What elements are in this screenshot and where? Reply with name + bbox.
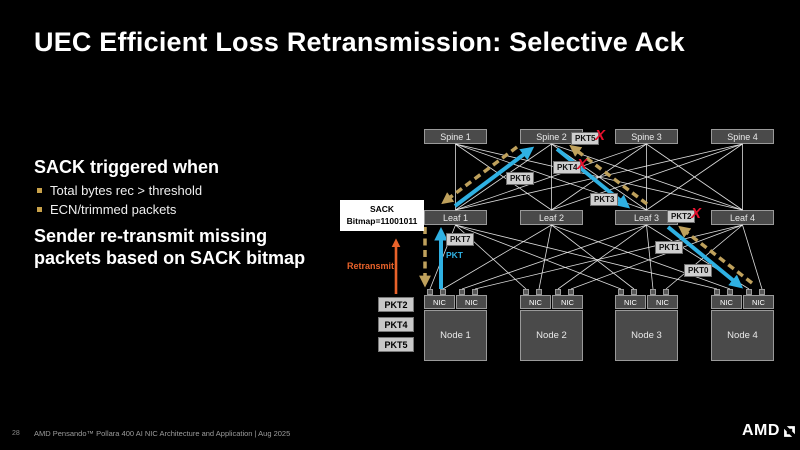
spine-box-spine-3: Spine 3 <box>615 129 678 144</box>
node-2-port-stub-2 <box>536 289 542 295</box>
node-1-port-stub-2 <box>440 289 446 295</box>
slide-title: UEC Efficient Loss Retransmission: Selec… <box>34 27 685 57</box>
amd-logo-text: AMD <box>742 422 780 439</box>
node-2-port-stub-3 <box>555 289 561 295</box>
footer-attribution: AMD Pensando™ Pollara 400 AI NIC Archite… <box>34 429 291 438</box>
bullet-square-icon <box>37 188 42 193</box>
node-1-nic-1: NIC <box>424 295 455 309</box>
node-1-port-stub-3 <box>459 289 465 295</box>
node-2-nic-2: NIC <box>552 295 583 309</box>
retransmit-queue-item-pkt4: PKT4 <box>378 317 414 332</box>
node-1-nic-2: NIC <box>456 295 487 309</box>
node-box-node-4: Node 4 <box>711 310 774 361</box>
node-box-node-2: Node 2 <box>520 310 583 361</box>
ack-leaf3-to-spine2 <box>569 144 649 206</box>
packet-label-pkt4: PKT4 <box>553 161 582 175</box>
leaf-box-leaf-2: Leaf 2 <box>520 210 583 225</box>
node-3-port-stub-2 <box>631 289 637 295</box>
packet-label-pkt3: PKT3 <box>590 193 619 207</box>
node-2-port-stub-1 <box>523 289 529 295</box>
spine-box-spine-4: Spine 4 <box>711 129 774 144</box>
sack-bitmap-box: SACK Bitmap=11001011 <box>340 200 424 231</box>
node-1-port-stub-1 <box>427 289 433 295</box>
ack-spine2-to-leaf1 <box>441 145 519 205</box>
spine-box-spine-1: Spine 1 <box>424 129 487 144</box>
amd-arrow-icon <box>784 425 795 437</box>
packet-label-pkt5: PKT5 <box>571 132 600 146</box>
packet-label-pkt6: PKT6 <box>506 172 535 186</box>
packet-label-pkt1: PKT1 <box>655 241 684 255</box>
node-4-nic-1: NIC <box>711 295 742 309</box>
node-3-nic-1: NIC <box>615 295 646 309</box>
packet-drop-x-pkt4: X <box>577 156 588 173</box>
spine-box-spine-2: Spine 2 <box>520 129 583 144</box>
leaf-box-leaf-4: Leaf 4 <box>711 210 774 225</box>
bullet-square-icon <box>37 207 42 212</box>
packet-label-pkt7: PKT7 <box>446 233 475 247</box>
heading-sender-retransmit: Sender re-transmit missing packets based… <box>34 226 306 268</box>
packet-label-pkt0: PKT0 <box>684 264 713 278</box>
node-4-port-stub-4 <box>759 289 765 295</box>
node-2-nic-1: NIC <box>520 295 551 309</box>
node-4-port-stub-1 <box>714 289 720 295</box>
packet-drop-x-pkt2: X <box>691 205 702 222</box>
node-2-port-stub-4 <box>568 289 574 295</box>
leaf-box-leaf-1: Leaf 1 <box>424 210 487 225</box>
node-box-node-3: Node 3 <box>615 310 678 361</box>
node-3-port-stub-1 <box>618 289 624 295</box>
bullet-text: Total bytes rec > threshold <box>50 183 203 198</box>
node-4-nic-2: NIC <box>743 295 774 309</box>
node-3-port-stub-4 <box>663 289 669 295</box>
bullet-item: Total bytes rec > threshold <box>37 183 202 198</box>
pkt-flow-label: PKT <box>446 250 463 260</box>
footer-page-number: 28 <box>12 430 20 437</box>
network-mesh-lines <box>429 143 763 290</box>
retransmit-queue-item-pkt5: PKT5 <box>378 337 414 352</box>
node-3-port-stub-3 <box>650 289 656 295</box>
packet-drop-x-pkt5: X <box>595 127 606 144</box>
pkt-leaf1-to-spine2 <box>453 146 535 208</box>
sack-bitmap-value: Bitmap=11001011 <box>346 215 418 226</box>
amd-logo: AMD <box>742 422 796 440</box>
bullet-item: ECN/trimmed packets <box>37 202 176 217</box>
retransmit-label: Retransmit <box>347 261 395 271</box>
node-1-port-stub-4 <box>472 289 478 295</box>
bullet-text: ECN/trimmed packets <box>50 202 177 217</box>
node-4-port-stub-3 <box>746 289 752 295</box>
node-box-node-1: Node 1 <box>424 310 487 361</box>
sack-box-title: SACK <box>369 204 395 215</box>
ack-node4-to-leaf3 <box>678 225 754 285</box>
node-3-nic-2: NIC <box>647 295 678 309</box>
heading-sack-triggered: SACK triggered when <box>34 157 220 177</box>
node-4-port-stub-2 <box>727 289 733 295</box>
retransmit-queue-item-pkt2: PKT2 <box>378 297 414 312</box>
packet-label-pkt2: PKT2 <box>667 210 696 224</box>
